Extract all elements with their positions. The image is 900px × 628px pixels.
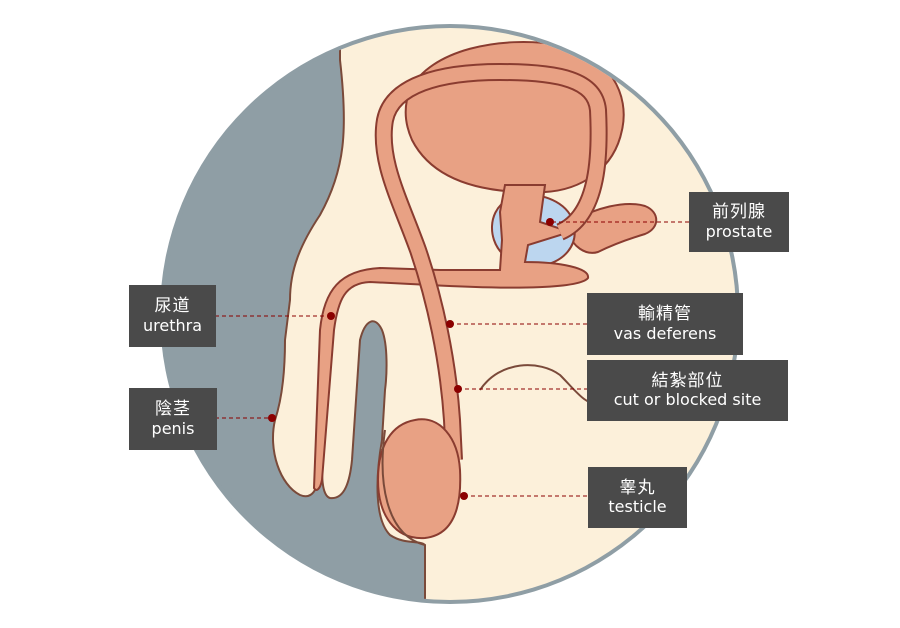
testicle-label: 睾丸 testicle: [588, 467, 687, 528]
penis-label: 陰茎 penis: [129, 388, 217, 450]
vas-deferens-label: 輸精管 vas deferens: [587, 293, 743, 355]
penis-marker: [268, 414, 276, 422]
cut-site-label-ja: 結紮部位: [651, 370, 724, 391]
testicle-marker: [460, 492, 468, 500]
scrotum-outline: [381, 429, 426, 546]
urethra-label-ja: 尿道: [154, 296, 191, 317]
testicle-label-ja: 睾丸: [619, 477, 656, 498]
penis-label-en: penis: [151, 418, 195, 438]
vas-deferens-tube-inner: [376, 65, 606, 461]
seminal-vesicle: [569, 202, 658, 254]
urethra-marker: [327, 312, 335, 320]
vas-deferens-label-en: vas deferens: [613, 323, 717, 343]
prostate-label-ja: 前列腺: [712, 202, 766, 223]
urethra-label: 尿道 urethra: [129, 285, 216, 347]
prostate-label-en: prostate: [705, 221, 773, 241]
vas-deferens-marker: [446, 320, 454, 328]
cut-site-label: 結紮部位 cut or blocked site: [587, 360, 788, 421]
cut-site-curve: [479, 364, 601, 406]
urethra-label-en: urethra: [142, 315, 202, 335]
urethra-tube: [312, 184, 589, 491]
vas-deferens-label-ja: 輸精管: [638, 304, 692, 325]
testicle-organ: [376, 418, 462, 540]
prostate-label: 前列腺 prostate: [689, 192, 789, 252]
cut-site-label-en: cut or blocked site: [613, 390, 762, 410]
penis-label-ja: 陰茎: [155, 399, 191, 420]
cut-site-marker: [454, 385, 462, 393]
testicle-label-en: testicle: [608, 497, 667, 517]
prostate-marker: [546, 218, 554, 226]
